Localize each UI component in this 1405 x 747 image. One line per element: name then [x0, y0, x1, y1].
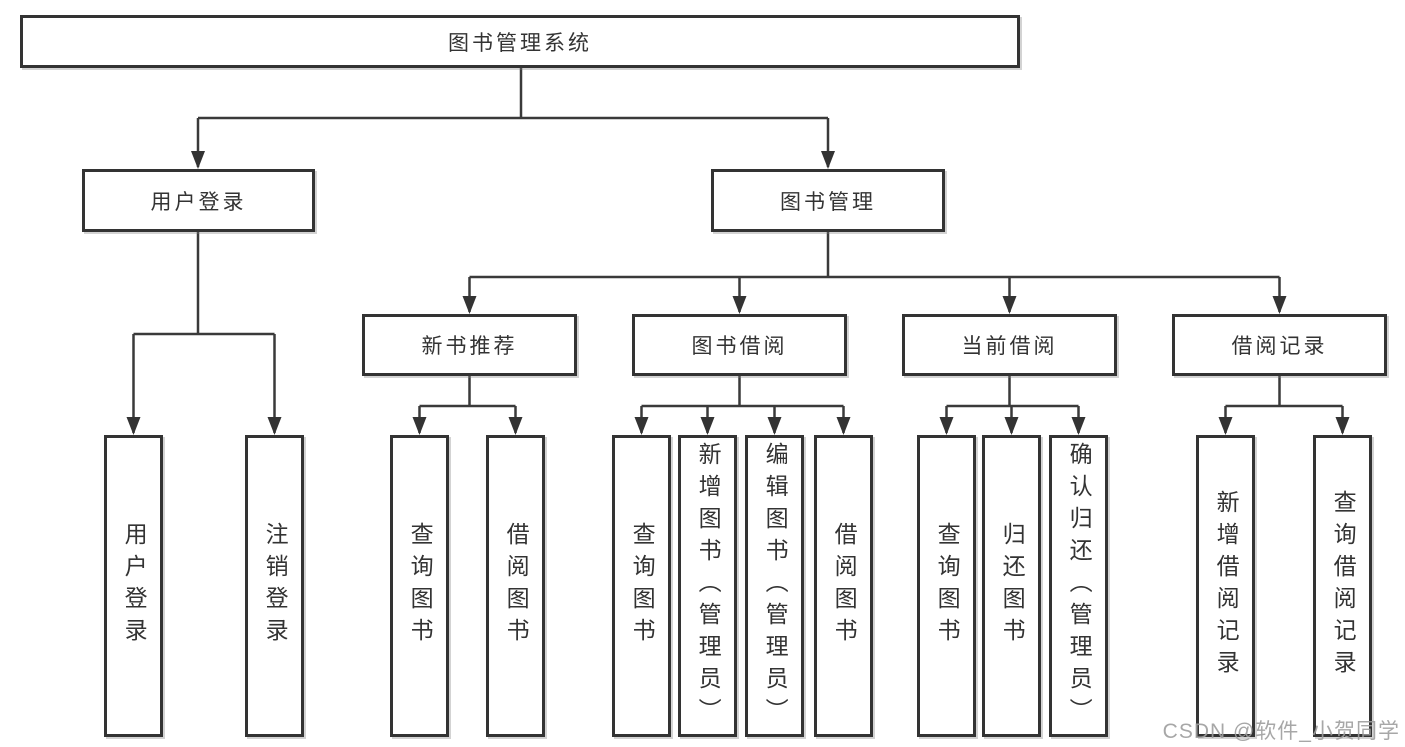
leaf-user-login: 用户登录	[104, 435, 163, 737]
leaf-confirm-return-admin-label: 确认归还（管理员）	[1066, 442, 1093, 730]
leaf-query-book-current-label: 查询图书	[934, 522, 961, 650]
leaf-borrow-book: 借阅图书	[814, 435, 873, 737]
node-current-borrow: 当前借阅	[902, 314, 1117, 376]
leaf-logout: 注销登录	[245, 435, 304, 737]
csdn-watermark: CSDN @软件_小贺同学	[1162, 720, 1400, 743]
leaf-query-book-current: 查询图书	[917, 435, 976, 737]
node-book-management: 图书管理	[711, 169, 945, 232]
leaf-add-borrow-record-label: 新增借阅记录	[1213, 490, 1240, 682]
leaf-query-borrow-record-label: 查询借阅记录	[1330, 490, 1357, 682]
leaf-add-book-admin: 新增图书（管理员）	[678, 435, 737, 737]
leaf-add-borrow-record: 新增借阅记录	[1196, 435, 1255, 737]
node-borrow-record: 借阅记录	[1172, 314, 1387, 376]
leaf-query-book-borrow-label: 查询图书	[629, 522, 656, 650]
leaf-user-login-label: 用户登录	[121, 522, 148, 650]
leaf-logout-label: 注销登录	[262, 522, 289, 650]
leaf-query-borrow-record: 查询借阅记录	[1313, 435, 1372, 737]
leaf-borrow-book-recommend-label: 借阅图书	[503, 522, 530, 650]
leaf-borrow-book-recommend: 借阅图书	[486, 435, 545, 737]
node-book-borrow: 图书借阅	[632, 314, 847, 376]
leaf-return-book-label: 归还图书	[999, 522, 1026, 650]
leaf-query-book-recommend: 查询图书	[390, 435, 449, 737]
leaf-borrow-book-label: 借阅图书	[831, 522, 858, 650]
node-root-title: 图书管理系统	[20, 15, 1020, 68]
leaf-return-book: 归还图书	[982, 435, 1041, 737]
leaf-edit-book-admin-label: 编辑图书（管理员）	[762, 442, 789, 730]
node-user-login: 用户登录	[82, 169, 315, 232]
leaf-edit-book-admin: 编辑图书（管理员）	[745, 435, 804, 737]
leaf-add-book-admin-label: 新增图书（管理员）	[695, 442, 722, 730]
leaf-query-book-recommend-label: 查询图书	[407, 522, 434, 650]
leaf-confirm-return-admin: 确认归还（管理员）	[1049, 435, 1108, 737]
node-new-book-recommend: 新书推荐	[362, 314, 577, 376]
leaf-query-book-borrow: 查询图书	[612, 435, 671, 737]
